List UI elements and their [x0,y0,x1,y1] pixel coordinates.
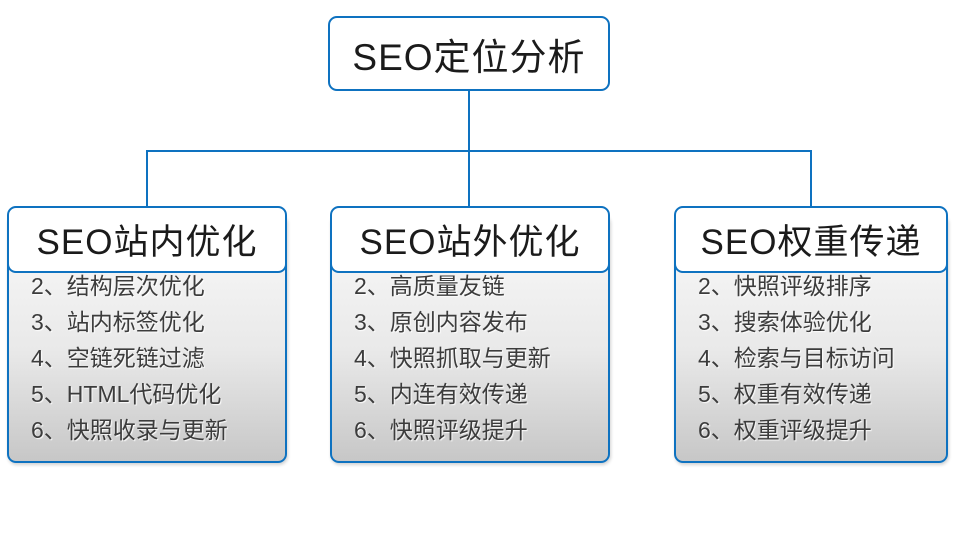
list-item: 2、结构层次优化 [31,273,205,299]
list-item: 5、内连有效传递 [354,381,528,407]
connector-horizontal [146,150,812,152]
column-onsite: SEO站内优化 1、TDK合理定义 2、结构层次优化 3、站内标签优化 4、空链… [7,206,287,463]
root-node-label: SEO定位分析 [352,36,586,78]
column-weight-title: SEO权重传递 [700,223,922,262]
list-item: 6、快照评级提升 [354,417,528,443]
connector-root-vertical [468,91,470,207]
list-item: 2、快照评级排序 [698,273,872,299]
connector-drop-right [810,150,812,207]
column-onsite-title-box: SEO站内优化 [7,206,287,273]
list-item: 3、搜索体验优化 [698,309,872,335]
column-onsite-title: SEO站内优化 [36,223,258,262]
list-item: 4、快照抓取与更新 [354,345,551,371]
connector-drop-left [146,150,148,207]
list-item: 3、站内标签优化 [31,309,205,335]
column-offsite: SEO站外优化 1、高质量外链 2、高质量友链 3、原创内容发布 4、快照抓取与… [330,206,610,463]
list-item: 6、权重评级提升 [698,417,872,443]
list-item: 4、空链死链过滤 [31,345,205,371]
list-item: 5、HTML代码优化 [31,381,222,407]
list-item: 4、检索与目标访问 [698,345,895,371]
list-item: 5、权重有效传递 [698,381,872,407]
column-offsite-title: SEO站外优化 [359,223,581,262]
column-offsite-title-box: SEO站外优化 [330,206,610,273]
column-weight-title-box: SEO权重传递 [674,206,948,273]
root-node: SEO定位分析 [328,16,610,91]
column-weight: SEO权重传递 1、快照增缩略图 2、快照评级排序 3、搜索体验优化 4、检索与… [674,206,948,463]
list-item: 2、高质量友链 [354,273,505,299]
list-item: 3、原创内容发布 [354,309,528,335]
list-item: 6、快照收录与更新 [31,417,228,443]
